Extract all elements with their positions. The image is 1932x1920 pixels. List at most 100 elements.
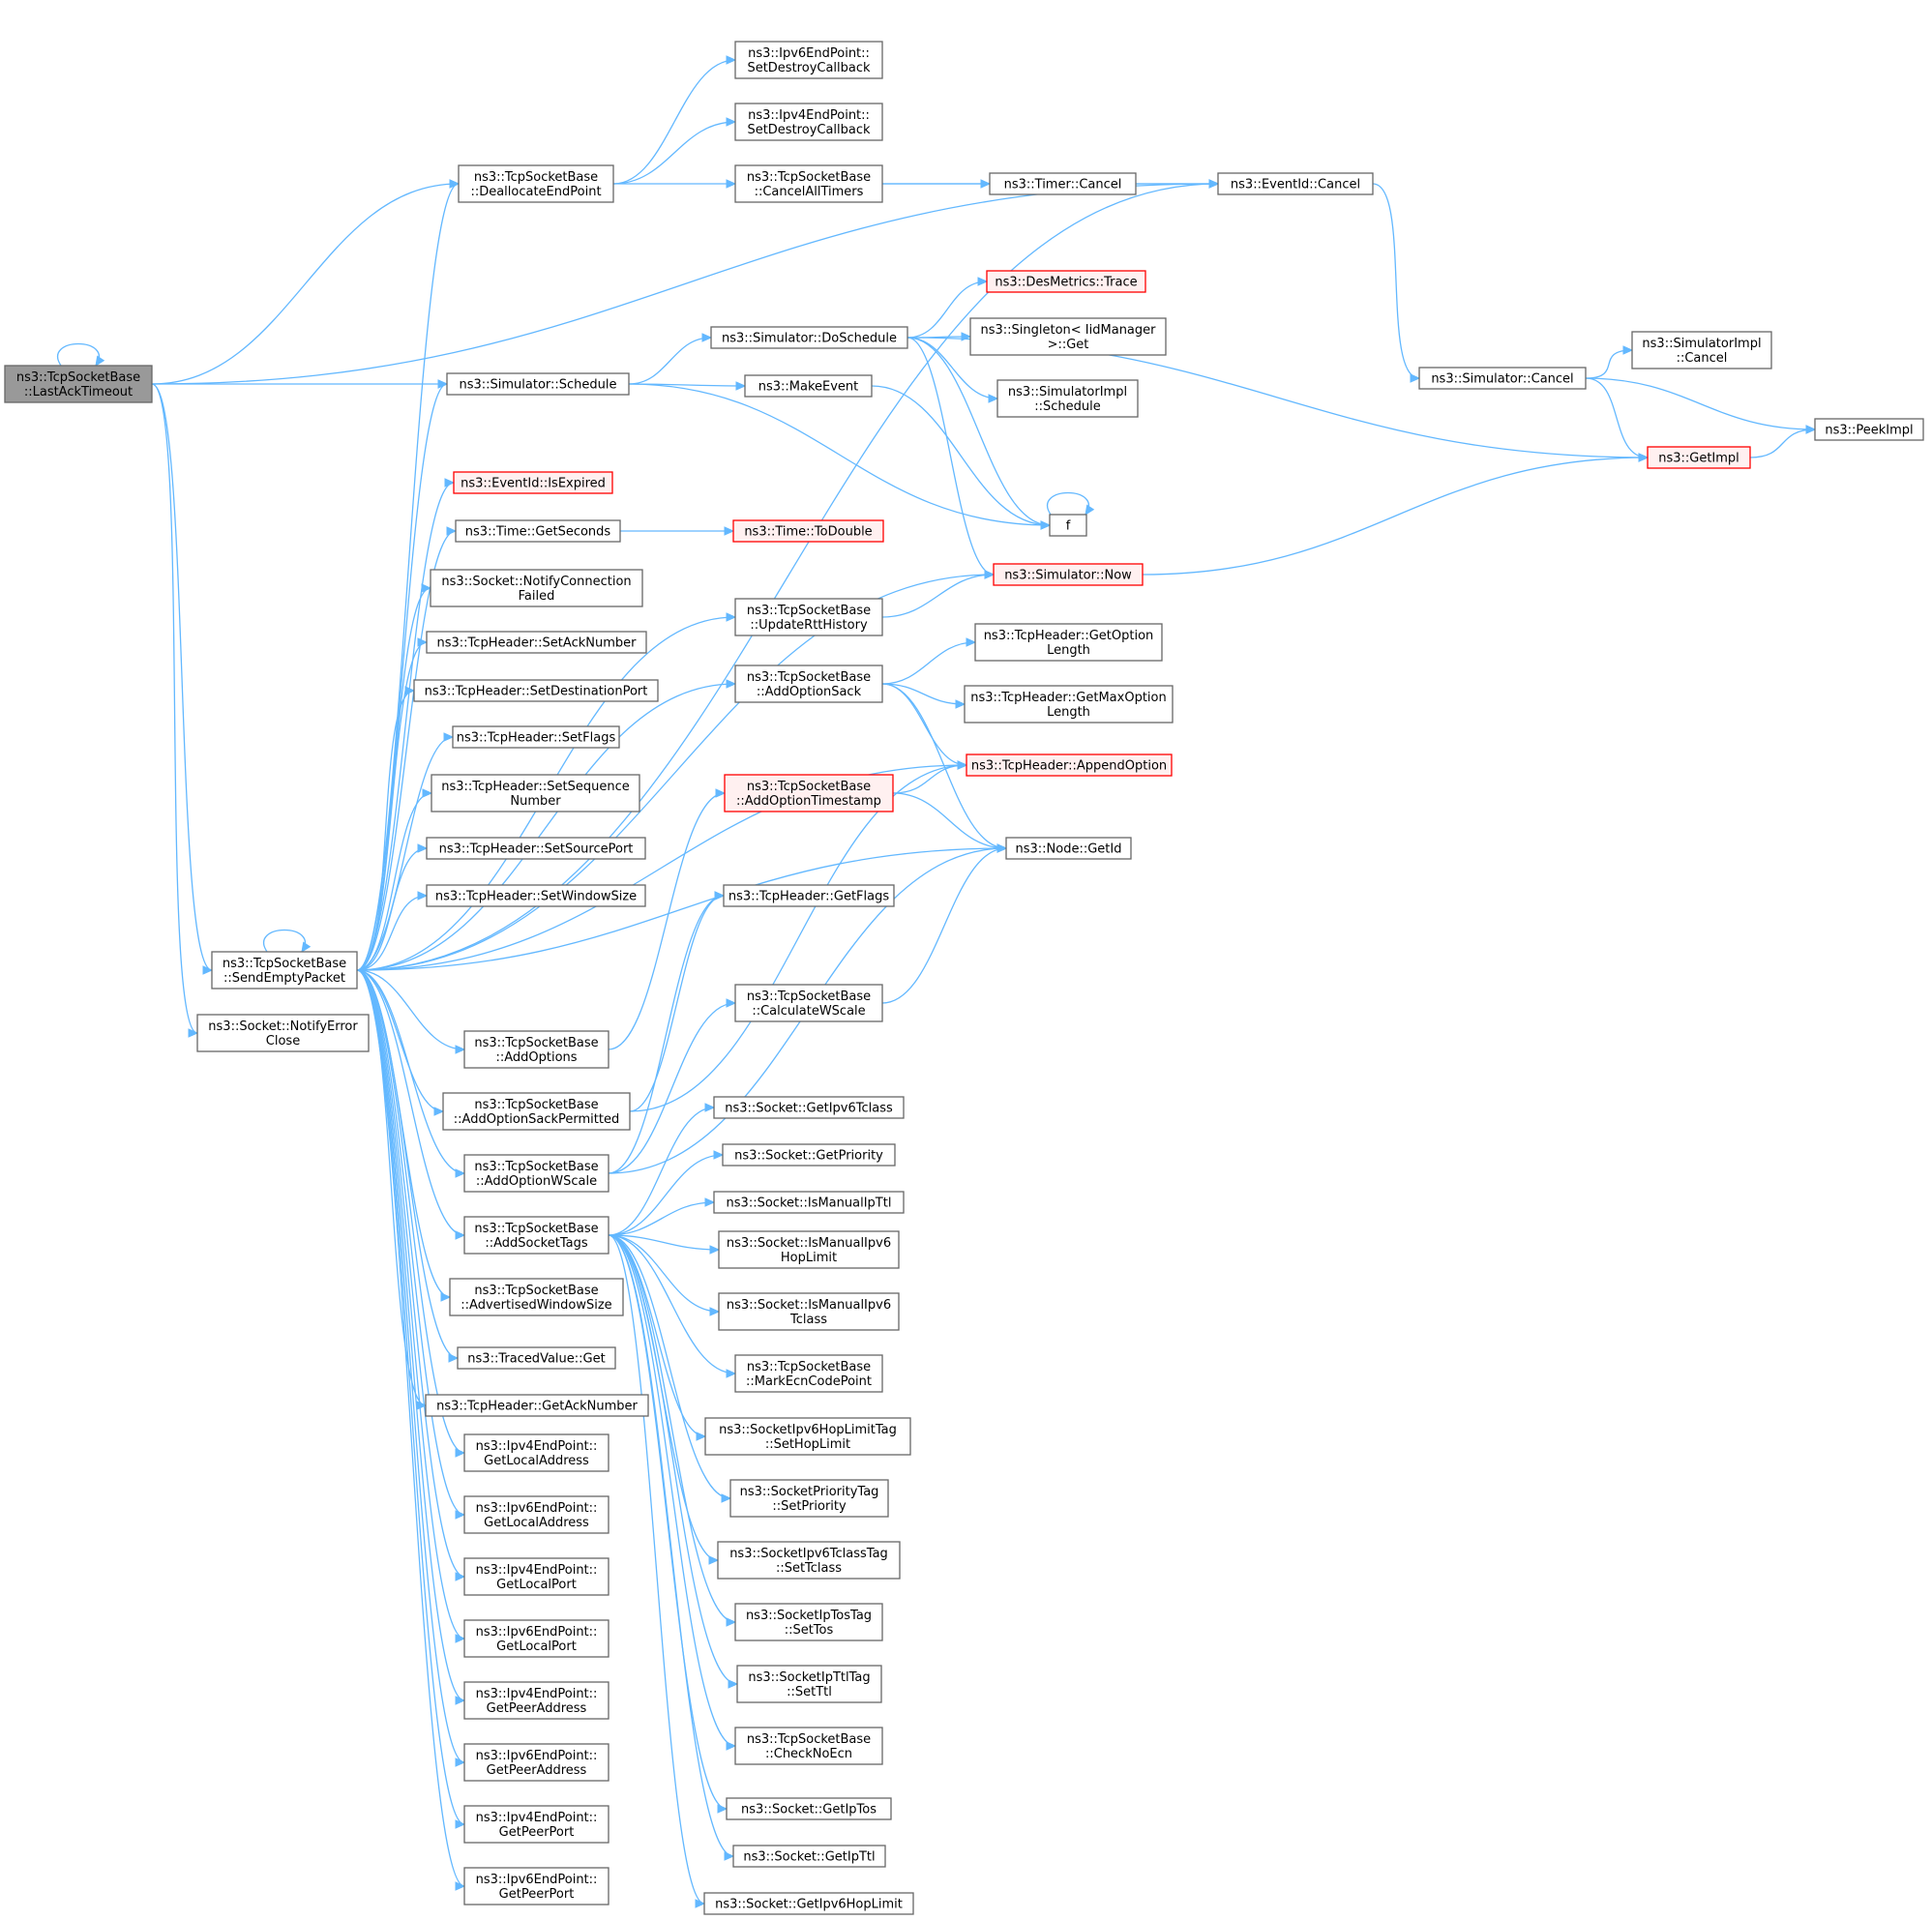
node-box (426, 837, 646, 860)
edge-addws-to-getflags (608, 895, 725, 1174)
node-settc[interactable]: ns3::SocketIpv6TclassTag::SetTclass (717, 1541, 901, 1580)
node-label: ns3::Ipv4EndPoint:: (476, 1811, 598, 1825)
node-box (463, 1557, 609, 1596)
node-box (413, 679, 659, 702)
node-label: GetLocalAddress (484, 1454, 589, 1468)
node-box (426, 631, 647, 654)
node-getseconds[interactable]: ns3::Time::GetSeconds (455, 519, 621, 543)
edge-arrowhead (957, 760, 968, 770)
node-setprio[interactable]: ns3::SocketPriorityTag::SetPriority (729, 1479, 889, 1518)
node-addws[interactable]: ns3::TcpSocketBase::AddOptionWScale (463, 1154, 609, 1193)
node-addtags[interactable]: ns3::TcpSocketBase::AddSocketTags (463, 1216, 609, 1255)
node-simcancel[interactable]: ns3::Simulator::Cancel (1418, 367, 1587, 390)
node-setack[interactable]: ns3::TcpHeader::SetAckNumber (426, 631, 647, 654)
edge-arrowhead (728, 1679, 739, 1689)
node-v6locport[interactable]: ns3::Ipv6EndPoint::GetLocalPort (463, 1619, 609, 1658)
node-setdest[interactable]: ns3::TcpHeader::SetDestinationPort (413, 679, 659, 702)
node-implcancel[interactable]: ns3::SimulatorImpl::Cancel (1631, 331, 1772, 369)
node-settos[interactable]: ns3::SocketIpTosTag::SetTos (734, 1603, 883, 1641)
node-sendempty[interactable]: ns3::TcpSocketBase::SendEmptyPacket (211, 951, 358, 990)
node-setflags[interactable]: ns3::TcpHeader::SetFlags (452, 725, 620, 749)
node-appendopt[interactable]: ns3::TcpHeader::AppendOption (966, 753, 1173, 777)
node-tracedget[interactable]: ns3::TracedValue::Get (457, 1346, 616, 1370)
node-dealloc[interactable]: ns3::TcpSocketBase::DeallocateEndPoint (458, 164, 614, 203)
node-now[interactable]: ns3::Simulator::Now (993, 563, 1144, 586)
node-label: ns3::Timer::Cancel (1004, 178, 1122, 192)
node-implsched[interactable]: ns3::SimulatorImpl::Schedule (996, 379, 1139, 418)
edge-sendempty-to-notifyconn (356, 587, 431, 971)
node-addsack[interactable]: ns3::TcpSocketBase::AddOptionSack (734, 665, 883, 703)
edge-sendempty-to-addsack (356, 683, 736, 971)
node-ipv4sdc[interactable]: ns3::Ipv4EndPoint::SetDestroyCallback (734, 103, 883, 141)
edge-arrowhead (95, 355, 105, 368)
node-calcws[interactable]: ns3::TcpSocketBase::CalculateWScale (734, 984, 883, 1022)
node-label: ns3::TcpSocketBase (474, 170, 598, 185)
node-setwin[interactable]: ns3::TcpHeader::SetWindowSize (426, 884, 646, 907)
node-ismanttl[interactable]: ns3::Socket::IsManualIpTtl (713, 1191, 905, 1214)
node-f[interactable]: f (1049, 514, 1087, 537)
node-makeevent[interactable]: ns3::MakeEvent (744, 374, 873, 398)
node-updrtt[interactable]: ns3::TcpSocketBase::UpdateRttHistory (734, 598, 883, 636)
node-getack[interactable]: ns3::TcpHeader::GetAckNumber (425, 1394, 649, 1417)
node-checkecn[interactable]: ns3::TcpSocketBase::CheckNoEcn (734, 1727, 883, 1765)
node-v6peerport[interactable]: ns3::Ipv6EndPoint::GetPeerPort (463, 1867, 609, 1905)
edge-arrowhead (1805, 425, 1817, 434)
node-addopts[interactable]: ns3::TcpSocketBase::AddOptions (463, 1030, 609, 1069)
edge-arrowhead (448, 1353, 460, 1363)
node-todouble[interactable]: ns3::Time::ToDouble (732, 519, 884, 543)
node-box (734, 1603, 883, 1641)
node-getflags[interactable]: ns3::TcpHeader::GetFlags (723, 884, 895, 907)
node-box (1647, 446, 1751, 469)
node-v4peerport[interactable]: ns3::Ipv4EndPoint::GetPeerPort (463, 1805, 609, 1844)
node-destrace[interactable]: ns3::DesMetrics::Trace (986, 270, 1146, 293)
node-getiptos[interactable]: ns3::Socket::GetIpTos (726, 1797, 892, 1820)
node-ipv6sdc[interactable]: ns3::Ipv6EndPoint::SetDestroyCallback (734, 41, 883, 79)
node-v6peeraddr[interactable]: ns3::Ipv6EndPoint::GetPeerAddress (463, 1743, 609, 1782)
node-timercancel[interactable]: ns3::Timer::Cancel (989, 172, 1137, 195)
node-getipttl[interactable]: ns3::Socket::GetIpTtl (732, 1845, 886, 1868)
node-singleton[interactable]: ns3::Singleton< IidManager>::Get (969, 317, 1167, 356)
node-dosched[interactable]: ns3::Simulator::DoSchedule (710, 326, 908, 349)
edge-last-to-last (57, 342, 100, 367)
node-markecn[interactable]: ns3::TcpSocketBase::MarkEcnCodePoint (734, 1354, 883, 1393)
node-getprio[interactable]: ns3::Socket::GetPriority (722, 1143, 896, 1167)
node-getimpl[interactable]: ns3::GetImpl (1647, 446, 1751, 469)
node-getv6tc[interactable]: ns3::Socket::GetIpv6Tclass (713, 1096, 905, 1119)
node-v4peeraddr[interactable]: ns3::Ipv4EndPoint::GetPeerAddress (463, 1681, 609, 1720)
node-setttl[interactable]: ns3::SocketIpTtlTag::SetTtl (736, 1665, 882, 1703)
node-v4locport[interactable]: ns3::Ipv4EndPoint::GetLocalPort (463, 1557, 609, 1596)
edge-arrowhead (417, 891, 429, 901)
node-label: ns3::EventId::IsExpired (461, 477, 606, 491)
node-v6locaddr[interactable]: ns3::Ipv6EndPoint::GetLocalAddress (463, 1495, 609, 1534)
node-getid[interactable]: ns3::Node::GetId (1005, 837, 1132, 860)
node-label: ns3::SocketIpv6HopLimitTag (719, 1423, 897, 1437)
edge-addtags-to-getv6hop (608, 1234, 705, 1905)
node-box (734, 665, 883, 703)
node-v4locaddr[interactable]: ns3::Ipv4EndPoint::GetLocalAddress (463, 1433, 609, 1472)
node-label: ns3::Singleton< IidManager (980, 323, 1156, 338)
node-peekimpl[interactable]: ns3::PeekImpl (1814, 418, 1924, 441)
node-isexpired[interactable]: ns3::EventId::IsExpired (453, 471, 613, 494)
node-getv6hop[interactable]: ns3::Socket::GetIpv6HopLimit (703, 1892, 914, 1915)
node-advwin[interactable]: ns3::TcpSocketBase::AdvertisedWindowSize (449, 1278, 624, 1316)
node-addts[interactable]: ns3::TcpSocketBase::AddOptionTimestamp (724, 774, 894, 812)
node-sethop[interactable]: ns3::SocketIpv6HopLimitTag::SetHopLimit (704, 1417, 911, 1456)
node-box (1631, 331, 1772, 369)
node-label: ns3::SocketIpv6TclassTag (729, 1547, 888, 1561)
edge-last-to-sendempty (151, 383, 213, 971)
node-last[interactable]: ns3::TcpSocketBase::LastAckTimeout (4, 365, 153, 403)
node-addsackperm[interactable]: ns3::TcpSocketBase::AddOptionSackPermitt… (442, 1092, 631, 1131)
node-label: ns3::TcpHeader::GetAckNumber (436, 1400, 638, 1414)
node-setsrc[interactable]: ns3::TcpHeader::SetSourcePort (426, 837, 646, 860)
node-eventcancel[interactable]: ns3::EventId::Cancel (1217, 172, 1374, 195)
node-label: ns3::Socket::IsManualIpv6 (727, 1298, 891, 1313)
node-cancelall[interactable]: ns3::TcpSocketBase::CancelAllTimers (734, 164, 883, 203)
node-schedule[interactable]: ns3::Simulator::Schedule (446, 372, 630, 396)
